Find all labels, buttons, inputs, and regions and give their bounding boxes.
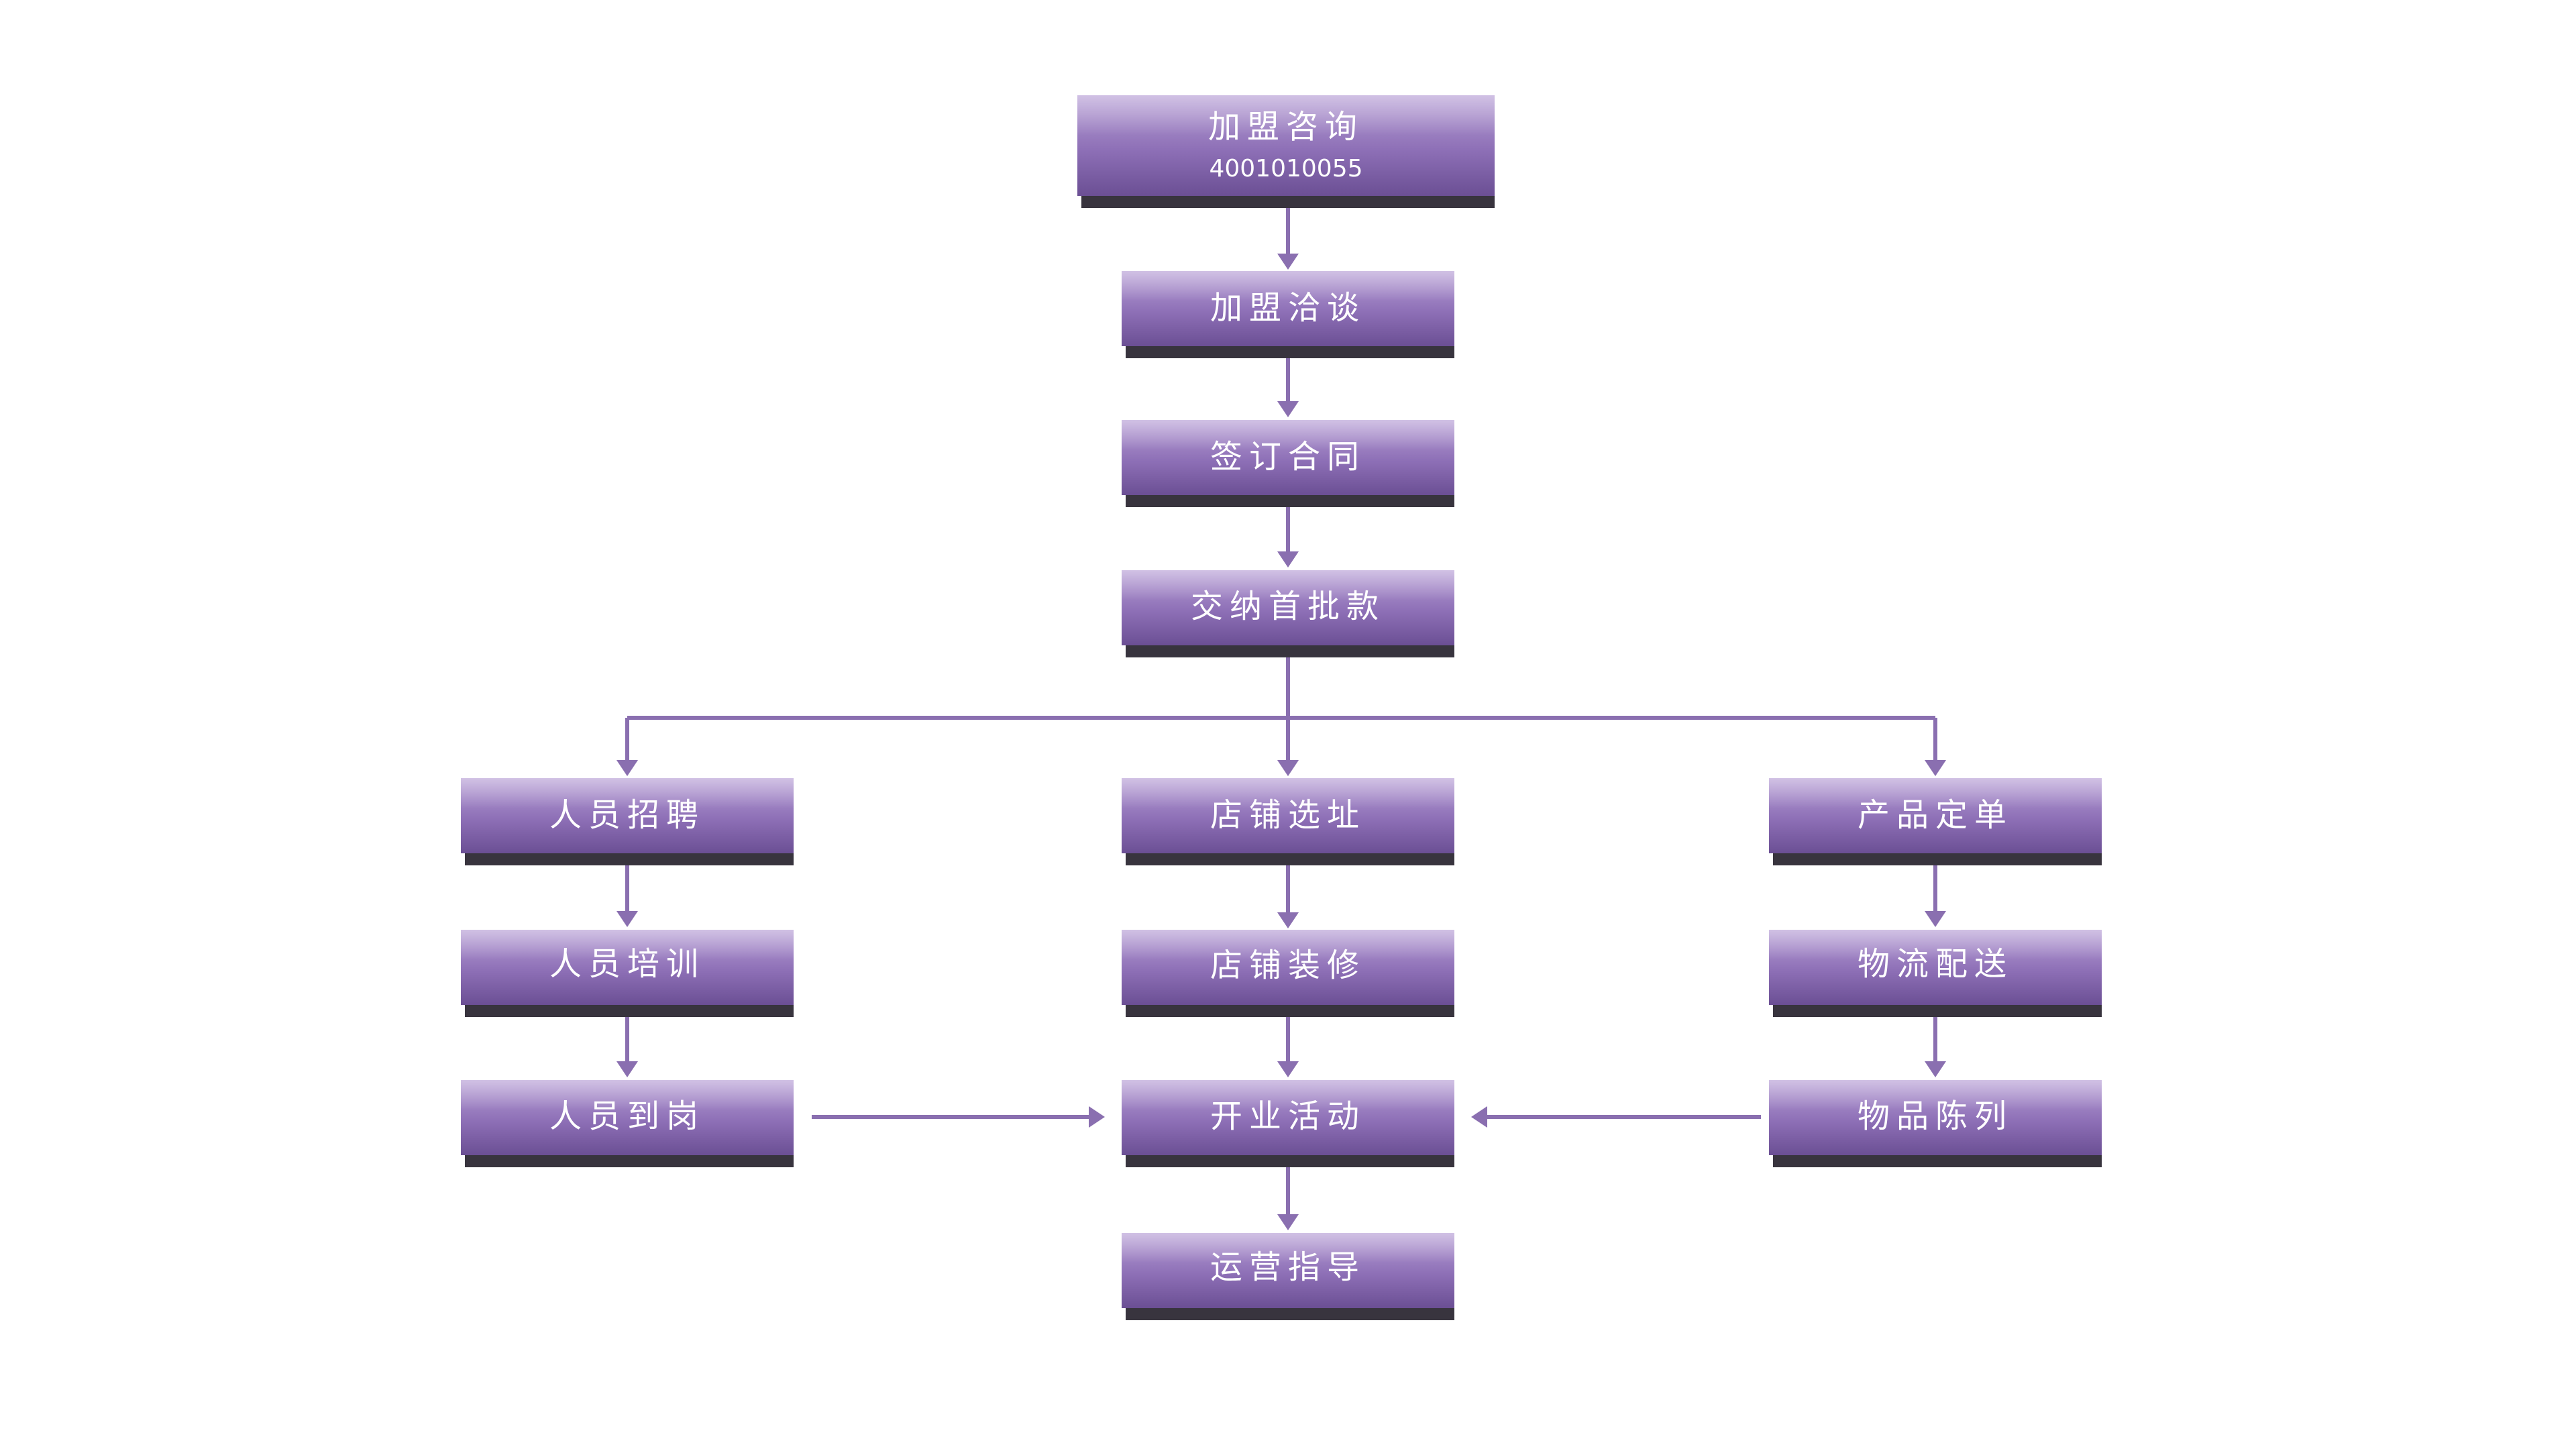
node-order-title: 产品定单 [1858,796,2013,834]
arrowhead-display [1925,1061,1946,1077]
node-gloss [1122,778,1454,808]
arrowhead-decoration [1277,912,1299,928]
arrowhead-negotiate [1277,254,1299,270]
node-contract-title: 签订合同 [1210,438,1366,476]
arrowhead-recruit [616,760,638,776]
node-gloss [1122,420,1454,450]
node-payment-title: 交纳首批款 [1191,588,1385,625]
node-gloss [1077,95,1495,136]
node-consult: 加盟咨询 4001010055 [1077,95,1495,208]
node-logistics-title: 物流配送 [1858,945,2013,983]
node-training: 人员培训 [461,930,794,1017]
node-display: 物品陈列 [1769,1080,2102,1167]
arrowhead-training [616,911,638,927]
node-gloss [461,1080,794,1110]
node-payment: 交纳首批款 [1122,570,1454,657]
node-gloss [1122,1080,1454,1110]
arrowhead-onboard [616,1061,638,1077]
node-guidance-title: 运营指导 [1210,1248,1366,1286]
node-decoration-title: 店铺装修 [1210,947,1366,984]
node-logistics: 物流配送 [1769,930,2102,1017]
node-onboard-title: 人员到岗 [549,1097,705,1135]
node-consult-phone: 4001010055 [1209,155,1362,182]
node-contract: 签订合同 [1122,420,1454,507]
node-display-title: 物品陈列 [1858,1097,2013,1135]
node-training-title: 人员培训 [549,945,705,983]
node-gloss [1769,930,2102,960]
node-decoration: 店铺装修 [1122,930,1454,1017]
node-gloss [1122,271,1454,301]
node-gloss [461,778,794,808]
node-location: 店铺选址 [1122,778,1454,865]
node-guidance: 运营指导 [1122,1233,1454,1320]
arrowhead-payment [1277,551,1299,568]
node-gloss [461,930,794,960]
arrowhead-opening-right [1471,1106,1487,1128]
node-opening: 开业活动 [1122,1080,1454,1167]
node-gloss [1769,1080,2102,1110]
node-recruit-title: 人员招聘 [549,796,705,834]
node-gloss [1122,1233,1454,1263]
node-negotiate: 加盟洽谈 [1122,271,1454,358]
arrowhead-guidance [1277,1214,1299,1230]
arrowhead-contract [1277,401,1299,417]
arrowhead-order [1925,760,1946,776]
node-gloss [1122,930,1454,960]
arrowhead-logistics [1925,911,1946,927]
node-gloss [1769,778,2102,808]
node-recruit: 人员招聘 [461,778,794,865]
connectors [616,208,1946,1230]
arrowhead-opening-left [1089,1106,1105,1128]
node-onboard: 人员到岗 [461,1080,794,1167]
node-consult-title: 加盟咨询 [1208,108,1364,146]
node-gloss [1122,570,1454,600]
node-order: 产品定单 [1769,778,2102,865]
arrowhead-location [1277,760,1299,776]
node-negotiate-title: 加盟洽谈 [1210,289,1366,327]
node-opening-title: 开业活动 [1210,1097,1366,1135]
node-location-title: 店铺选址 [1210,796,1366,834]
arrowhead-opening [1277,1061,1299,1077]
